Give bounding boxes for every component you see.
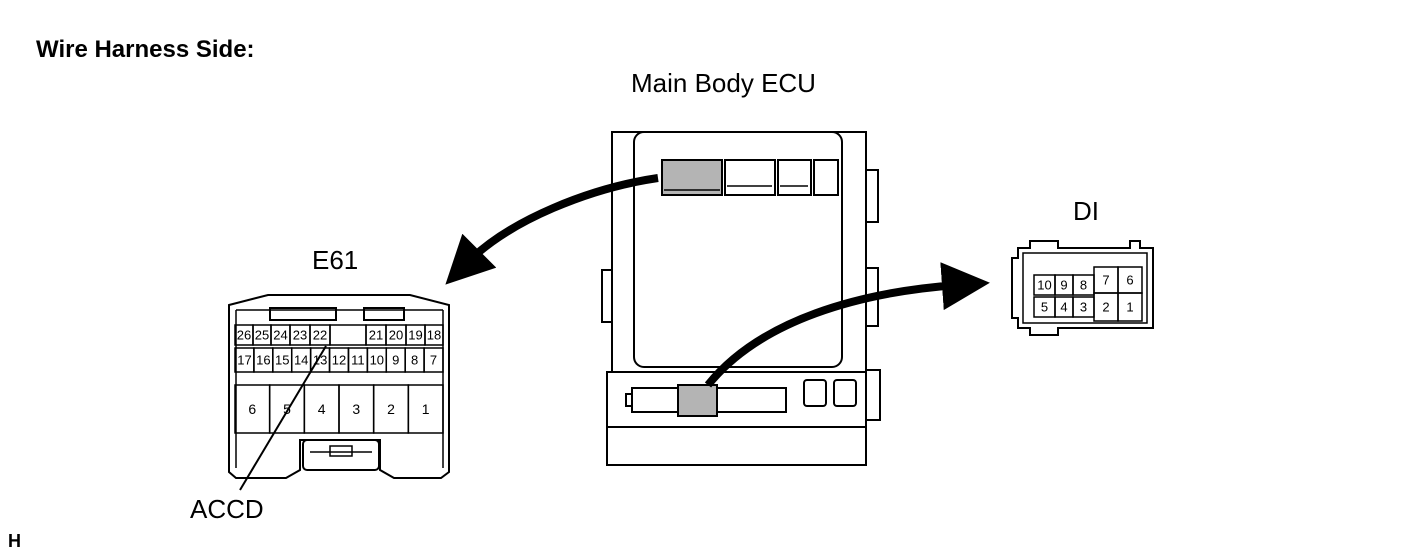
accd-leader-line (239, 345, 327, 491)
ecu-small-slot-2 (833, 379, 857, 407)
e61-pin-label: 9 (392, 353, 399, 368)
ecu-connector-slot-3 (777, 159, 812, 196)
arrow-to-e61 (445, 174, 659, 285)
e61-pin-label: 13 (313, 353, 327, 368)
di-pin-label: 3 (1080, 300, 1087, 315)
ecu-bottom-connector-frame (625, 387, 787, 413)
ecu-connector-slot-2 (724, 159, 776, 196)
ecu-connector-slot-4 (813, 159, 839, 196)
e61-pin-label: 1 (422, 401, 430, 417)
e61-bottom-latch (302, 439, 380, 471)
e61-pin-cell (424, 324, 444, 346)
di-outer-shell (1011, 240, 1154, 336)
e61-latch-right (363, 307, 405, 321)
ecu-title: Main Body ECU (631, 68, 816, 98)
e61-pin-label: 19 (408, 328, 422, 343)
e61-pin-label: 12 (332, 353, 346, 368)
e61-pin-label: 7 (430, 353, 437, 368)
e61-pin-label: 25 (255, 328, 269, 343)
e61-top-pin-row: 26 25 24 23 22 21 20 19 18 (234, 324, 444, 346)
di-pin-label: 6 (1126, 273, 1133, 288)
ecu-left-tab (601, 269, 613, 323)
di-connector-title: DI (1073, 196, 1099, 226)
di-pin-label: 8 (1080, 278, 1087, 293)
e61-pin-cell (329, 324, 367, 346)
di-pin-label: 1 (1126, 300, 1133, 315)
e61-pin-label: 5 (283, 401, 291, 417)
e61-pin-label: 10 (370, 353, 384, 368)
e61-outer-shell (228, 294, 450, 479)
di-pin-label: 5 (1041, 300, 1048, 315)
e61-pin-label: 22 (313, 328, 327, 343)
e61-pin-label: 3 (352, 401, 360, 417)
ecu-right-tab-top (865, 169, 879, 223)
e61-pin-cell (423, 347, 444, 373)
accd-pin-label: ACCD (190, 494, 264, 524)
ecu-right-tab-low (865, 369, 881, 421)
di-pin-label: 10 (1037, 278, 1051, 293)
di-pin-label: 4 (1060, 300, 1067, 315)
arrow-to-di (704, 262, 990, 388)
ecu-connector-di-highlight (677, 384, 718, 417)
e61-pin-label: 23 (293, 328, 307, 343)
ecu-connector-e61-highlight (661, 159, 723, 196)
di-pin-label: 7 (1102, 273, 1109, 288)
ecu-bottom-section (607, 371, 866, 428)
e61-connector-title: E61 (312, 245, 359, 275)
e61-pin-label: 17 (237, 353, 251, 368)
di-pin-label: 9 (1060, 278, 1067, 293)
e61-pin-label: 24 (273, 328, 287, 343)
e61-pin-label: 21 (369, 328, 383, 343)
e61-latch-left (269, 307, 337, 321)
e61-pin-label: 18 (427, 328, 441, 343)
e61-pin-label: 2 (387, 401, 395, 417)
e61-pin-label: 8 (411, 353, 418, 368)
ecu-inner-panel (633, 131, 843, 368)
e61-pin-label: 14 (294, 353, 308, 368)
e61-pin-label: 15 (275, 353, 289, 368)
di-pin-cell (1117, 292, 1143, 322)
e61-pin-label: 4 (318, 401, 326, 417)
di-pin-label: 2 (1102, 300, 1109, 315)
ecu-small-slot-1 (803, 379, 827, 407)
page-title: Wire Harness Side: (36, 36, 255, 63)
e61-pin-label: 11 (351, 353, 365, 368)
e61-large-pin-row: 6 5 4 3 2 1 (234, 384, 444, 434)
e61-pin-label: 6 (248, 401, 256, 417)
e61-pin-label: 16 (256, 353, 270, 368)
e61-pin-cell (407, 384, 444, 434)
figure-id: H (8, 531, 21, 551)
e61-pin-label: 20 (389, 328, 403, 343)
e61-pin-label: 26 (237, 328, 251, 343)
